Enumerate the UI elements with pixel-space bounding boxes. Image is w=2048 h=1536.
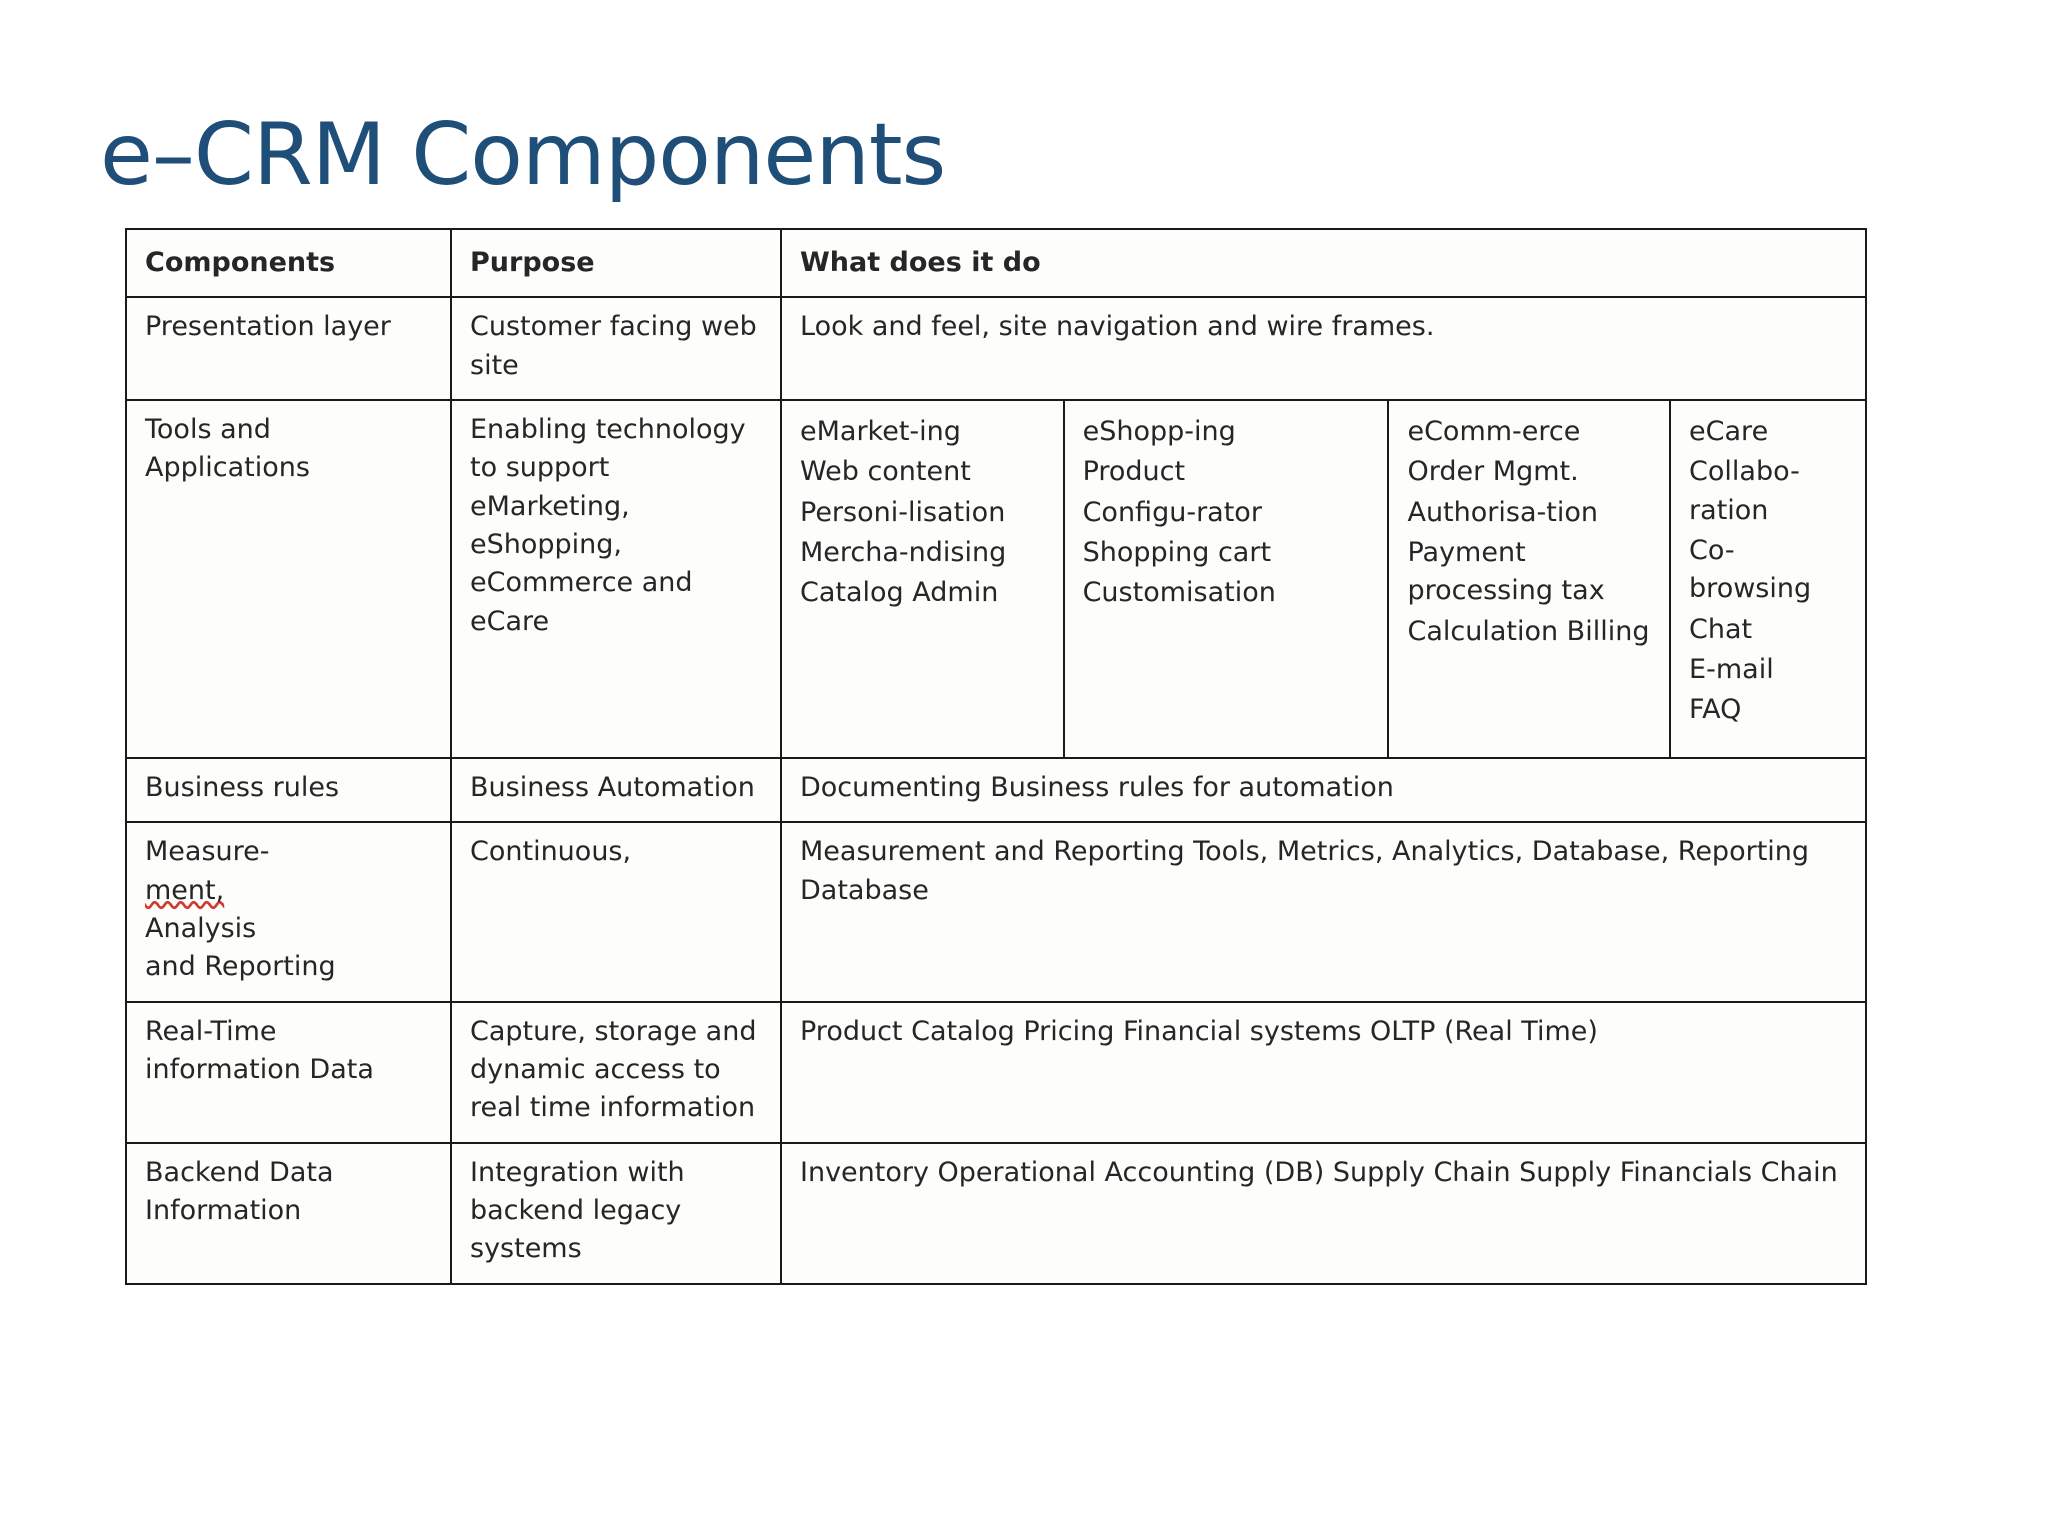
subcolumn-emarketing: eMarket-ing Web content Personi-lisation…: [782, 400, 1065, 757]
subcolumn-item: Co-browsing: [1689, 534, 1812, 605]
table-row: Real-Time information Data Capture, stor…: [125, 1000, 1867, 1144]
cell-component: Business rules: [125, 756, 452, 824]
subcolumn-item: E-mail: [1689, 653, 1774, 685]
cell-component: Measure- ment, Analysis and Reporting: [125, 821, 452, 1003]
subcolumn-ecare: eCare Collabo-ration Co-browsing Chat E-…: [1670, 401, 1865, 757]
subcolumn-item: Payment processing tax: [1407, 536, 1605, 607]
component-line-2: ment, Analysis: [145, 872, 436, 949]
subcolumn-item: Catalog Admin: [800, 577, 999, 609]
subcolumn-title: eComm-erce: [1407, 415, 1581, 447]
subcolumn-title: eCare: [1689, 415, 1769, 447]
cell-what: Documenting Business rules for automatio…: [780, 756, 1867, 824]
table-header-row: Components Purpose What does it do: [125, 227, 1867, 299]
crm-components-table: Components Purpose What does it do Prese…: [125, 227, 1867, 1285]
cell-component: Presentation layer: [125, 296, 452, 401]
header-what-does-it-do: What does it do: [780, 227, 1867, 299]
header-purpose: Purpose: [450, 227, 782, 299]
cell-purpose: Business Automation: [450, 756, 782, 824]
subcolumn-item: Product: [1082, 456, 1186, 488]
crm-components-table-wrapper: Components Purpose What does it do Prese…: [125, 227, 1867, 1285]
component-line-3: and Reporting: [145, 951, 336, 983]
cell-purpose: Integration with backend legacy systems: [450, 1141, 782, 1285]
misspelled-word: ment,: [145, 874, 225, 906]
subcolumn-item: Mercha-ndising: [800, 536, 1007, 568]
table-row: Business rules Business Automation Docum…: [125, 756, 1867, 824]
cell-purpose: Capture, storage and dynamic access to r…: [450, 1000, 782, 1144]
header-components: Components: [125, 227, 452, 299]
subcolumn-item: Configu-rator: [1082, 496, 1262, 528]
cell-what: Product Catalog Pricing Financial system…: [780, 1000, 1867, 1144]
cell-purpose: Customer facing web site: [450, 296, 782, 401]
subcolumn-ecommerce: eComm-erce Order Mgmt. Authorisa-tion Pa…: [1388, 400, 1672, 757]
cell-what: Look and feel, site navigation and wire …: [780, 296, 1867, 401]
cell-component: Real-Time information Data: [125, 1000, 452, 1144]
subcolumn-item: Order Mgmt.: [1407, 456, 1579, 488]
cell-component: Tools and Applications: [125, 398, 452, 759]
cell-purpose: Continuous,: [450, 821, 782, 1003]
cell-component: Backend Data Information: [125, 1141, 452, 1285]
component-line-1: Measure-: [145, 836, 270, 868]
table-row: Tools and Applications Enabling technolo…: [125, 398, 1867, 759]
subcolumn-item: Calculation Billing: [1407, 615, 1650, 647]
subcolumn-item: Collabo-ration: [1689, 456, 1800, 526]
subcolumn-title: eMarket-ing: [800, 415, 961, 447]
table-row: Backend Data Information Integration wit…: [125, 1141, 1867, 1285]
subcolumn-eshopping: eShopp-ing Product Configu-rator Shoppin…: [1063, 400, 1390, 757]
subcolumn-item: Personi-lisation: [800, 496, 1006, 528]
table-row: Presentation layer Customer facing web s…: [125, 296, 1867, 401]
subcolumn-item: Chat: [1689, 613, 1753, 645]
component-line-2-rest: Analysis: [145, 912, 257, 944]
subcolumn-item: Authorisa-tion: [1407, 496, 1598, 528]
subcolumn-item: Shopping cart: [1082, 536, 1272, 568]
cell-what-subgrid: eMarket-ing Web content Personi-lisation…: [780, 398, 1867, 759]
tools-applications-subgrid: eMarket-ing Web content Personi-lisation…: [782, 400, 1865, 757]
cell-purpose: Enabling technology to support eMarketin…: [450, 398, 782, 759]
subcolumn-item: FAQ: [1689, 694, 1742, 726]
table-row: Measure- ment, Analysis and Reporting Co…: [125, 821, 1867, 1003]
subcolumn-item: Customisation: [1082, 577, 1276, 609]
page-title: e–CRM Components: [100, 104, 946, 205]
cell-what: Inventory Operational Accounting (DB) Su…: [780, 1141, 1867, 1285]
subcolumn-title: eShopp-ing: [1082, 415, 1236, 447]
subcolumn-item: Web content: [800, 456, 971, 488]
cell-what: Measurement and Reporting Tools, Metrics…: [780, 821, 1867, 1003]
